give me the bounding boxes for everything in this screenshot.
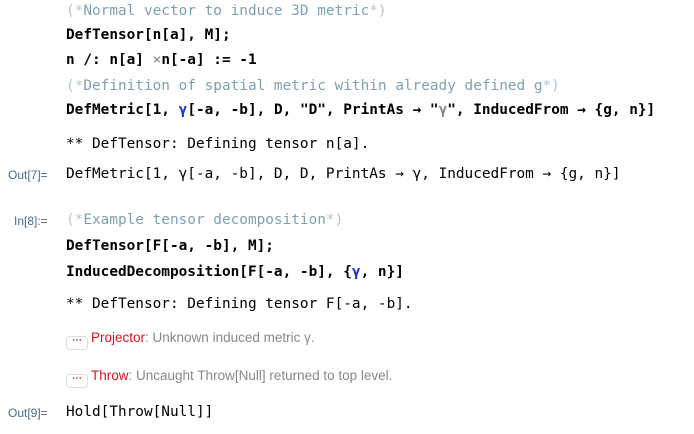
message-text: : Unknown induced metric γ.	[145, 330, 315, 345]
comment-text: Normal vector to induce 3D metric	[83, 3, 370, 19]
comment-text: Example tensor decomposition	[83, 212, 326, 228]
message-tag: Throw	[91, 368, 129, 383]
code-line[interactable]: DefTensor[n[a], M];	[66, 27, 231, 43]
message-tag: Projector	[91, 330, 146, 345]
comment-line[interactable]: (*Example tensor decomposition*)	[66, 212, 344, 228]
message-menu-icon[interactable]: ⋯	[66, 374, 88, 388]
out-label: Out[7]=	[8, 168, 48, 182]
code-line[interactable]: DefMetric[1, γ[-a, -b], D, "D", PrintAs …	[66, 101, 655, 119]
comment-line[interactable]: (*Normal vector to induce 3D metric*)	[66, 3, 387, 19]
times-symbol: ×	[152, 52, 162, 68]
message-text: : Uncaught Throw[Null] returned to top l…	[128, 368, 393, 383]
code-line[interactable]: n /: n[a] ×n[-a] := -1	[66, 51, 257, 69]
code-text: InducedDecomposition[F[-a, -b], {	[66, 264, 352, 280]
code-text: [-a, -b], D, "D", PrintAs → "	[187, 102, 439, 118]
message-throw: ⋯Throw: Uncaught Throw[Null] returned to…	[66, 367, 392, 388]
comment-line[interactable]: (*Definition of spatial metric within al…	[66, 78, 560, 94]
message-menu-icon[interactable]: ⋯	[66, 336, 88, 350]
gamma-string: γ	[438, 102, 448, 118]
code-line[interactable]: InducedDecomposition[F[-a, -b], {γ, n}]	[66, 263, 404, 281]
message-projector: ⋯Projector: Unknown induced metric γ.	[66, 329, 315, 350]
code-line[interactable]: DefTensor[F[-a, -b], M];	[66, 238, 274, 254]
code-text: ", InducedFrom → {g, n}]	[447, 102, 656, 118]
in-label: In[8]:=	[14, 214, 48, 228]
code-text: , n}]	[360, 264, 404, 280]
code-text: DefMetric[1,	[66, 102, 179, 118]
out-label: Out[9]=	[8, 406, 48, 420]
gamma-symbol: γ	[178, 102, 188, 118]
print-output: ** DefTensor: Defining tensor n[a].	[66, 136, 370, 152]
comment-text: Definition of spatial metric within alre…	[83, 78, 543, 94]
code-text: n[-a] := -1	[161, 52, 257, 68]
output-line[interactable]: Hold[Throw[Null]]	[66, 404, 214, 420]
code-text: n /: n[a]	[66, 52, 153, 68]
output-line[interactable]: DefMetric[1, γ[-a, -b], D, D, PrintAs → …	[66, 166, 621, 182]
print-output: ** DefTensor: Defining tensor F[-a, -b].	[66, 296, 413, 312]
gamma-symbol: γ	[351, 264, 361, 280]
